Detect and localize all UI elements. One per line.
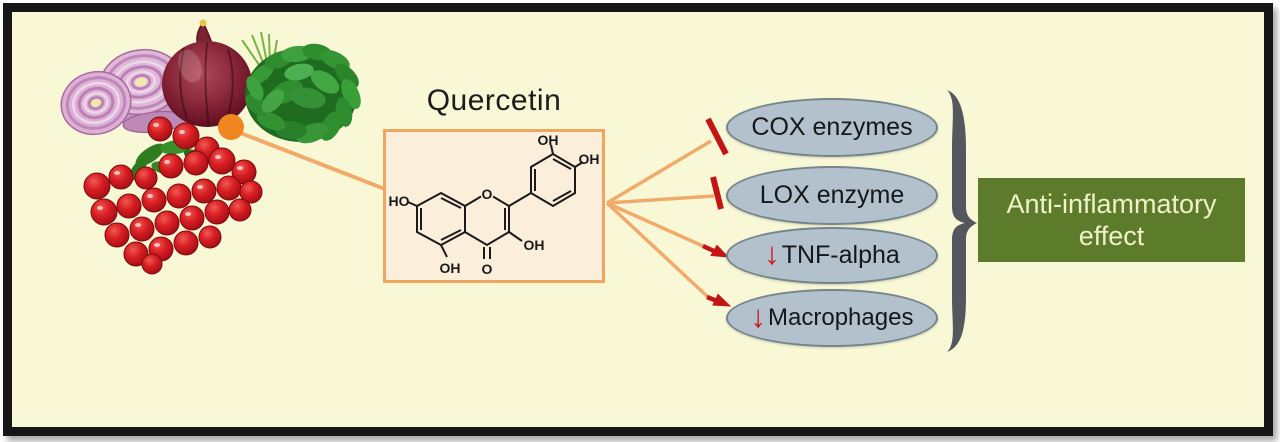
- molecule-label-oh3: OH: [523, 237, 545, 253]
- arrow-line-lox: [606, 194, 715, 205]
- decrease-arrow-icon: ↓: [750, 298, 767, 334]
- molecule-label-o-carbonyl: O: [481, 261, 493, 277]
- source-dot: [218, 114, 244, 140]
- node-cox-label: COX enzymes: [751, 113, 913, 141]
- source-connector-line: [237, 130, 386, 191]
- decrease-arrow-icon: ↓: [764, 236, 780, 271]
- molecule-label-o-ring: O: [481, 186, 493, 202]
- node-cox-enzymes: COX enzymes: [726, 98, 938, 157]
- node-lox-enzyme: LOX enzyme: [726, 166, 938, 225]
- arrow-red-segment-tnf: [702, 243, 716, 254]
- node-tnf-label: TNF-alpha: [781, 241, 900, 269]
- arrow-line-tnf: [606, 201, 706, 249]
- node-lox-label: LOX enzyme: [759, 181, 905, 209]
- inhibition-bar-cox: [705, 117, 729, 156]
- molecule-label-ho7: HO: [388, 193, 410, 209]
- node-macrophages: ↓ Macrophages: [726, 289, 938, 347]
- arrowhead-macrophages: [712, 293, 732, 307]
- curly-brace-icon: [947, 90, 977, 352]
- arrow-line-macrophages: [605, 201, 711, 300]
- cranberries-illustration: [83, 116, 263, 275]
- arrow-line-cox: [606, 139, 712, 205]
- node-macrophages-label: Macrophages: [768, 304, 914, 331]
- leafy-greens-illustration: [241, 31, 361, 144]
- effect-arrows: [605, 117, 732, 307]
- molecule-label-oh5: OH: [439, 260, 461, 276]
- molecule-structure: [407, 144, 584, 259]
- arrowhead-tnf: [710, 244, 730, 258]
- molecule-label-oh3prime: OH: [537, 132, 559, 148]
- outcome-line2: effect: [1078, 221, 1145, 251]
- outcome-line1: Anti-inflammatory: [1006, 188, 1217, 219]
- molecule-box: HO OH O O OH OH OH: [383, 129, 605, 283]
- inhibition-bar-lox: [710, 176, 724, 210]
- red-onion-illustration: [162, 19, 252, 127]
- molecule-label-oh4prime: OH: [578, 151, 600, 167]
- node-tnf-alpha: ↓ TNF-alpha: [726, 227, 938, 284]
- compound-title: Quercetin: [426, 84, 562, 117]
- outcome-box: Anti-inflammatory effect: [978, 178, 1245, 262]
